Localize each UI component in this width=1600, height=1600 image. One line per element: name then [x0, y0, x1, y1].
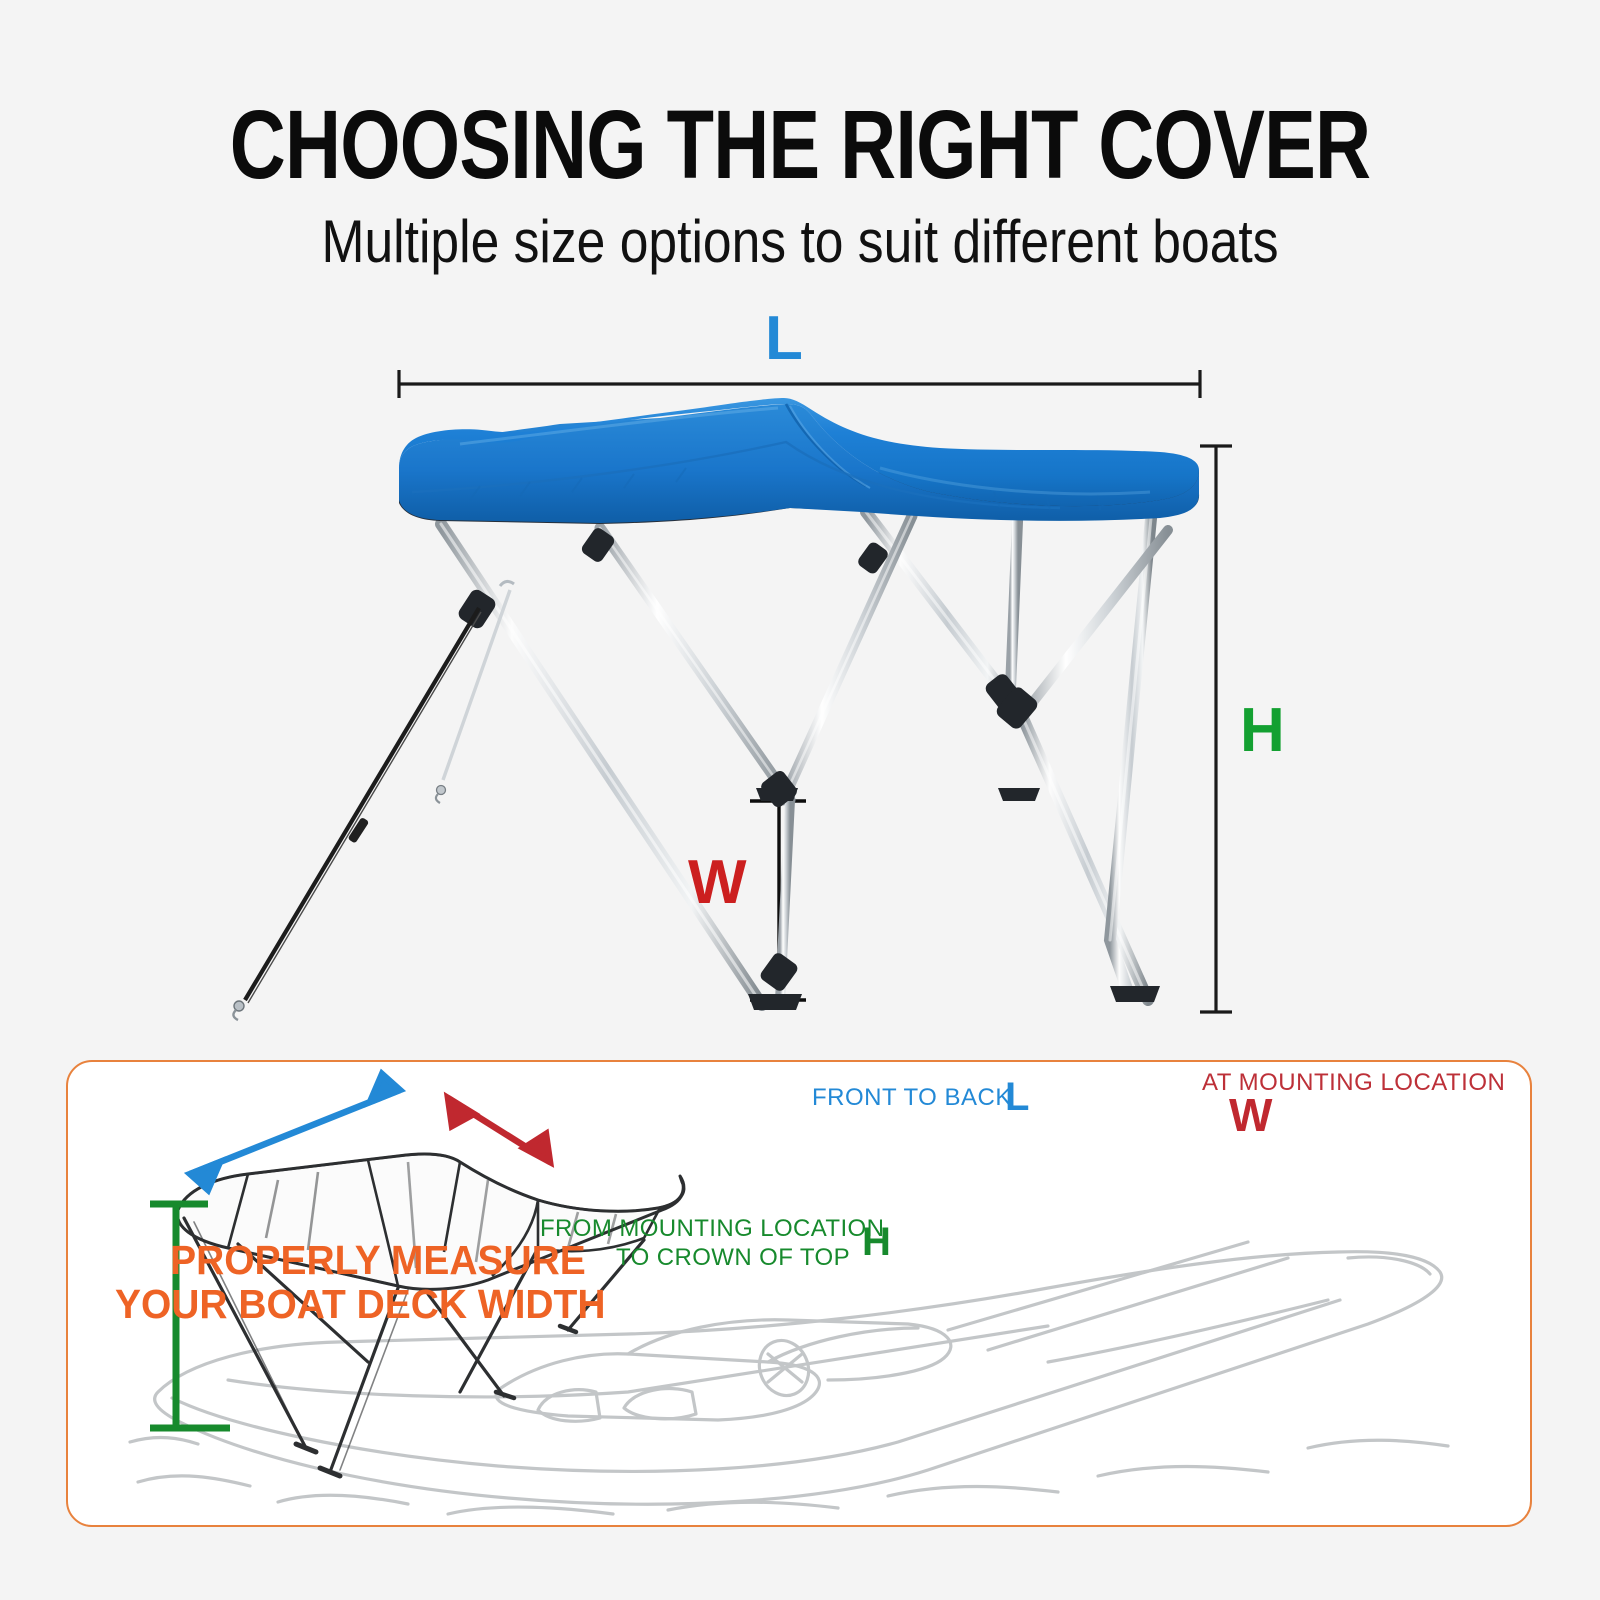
page-title: CHOOSING THE RIGHT COVER	[229, 90, 1371, 199]
arrow-height	[150, 1200, 230, 1432]
panel-headline-line1: PROPERLY MEASURE	[170, 1237, 586, 1283]
dimension-label-H: H	[1240, 696, 1285, 765]
page-subtitle: Multiple size options to suit different …	[321, 208, 1279, 275]
panel-headline-line2: YOUR BOAT DECK WIDTH	[115, 1281, 606, 1328]
tie-down-strap	[232, 606, 482, 1022]
dimension-label-W: W	[688, 848, 747, 917]
note-height-line1: FROM MOUNTING LOCATION	[540, 1215, 885, 1242]
bimini-top-illustration	[232, 370, 1232, 1022]
arrow-front-to-back	[183, 1068, 407, 1196]
note-height-line2: TO CROWN OF TOP	[615, 1244, 850, 1272]
note-at-mounting-location: AT MOUNTING LOCATION	[1202, 1069, 1506, 1096]
boat-line-drawing	[128, 1068, 1450, 1516]
frame-fittings	[458, 528, 1160, 1010]
dimension-line-H	[1200, 444, 1232, 1014]
tie-down-strap-secondary	[434, 579, 515, 804]
panel-headline: PROPERLY MEASURE YOUR BOAT DECK WIDTH	[115, 1238, 605, 1327]
note-front-to-back: FRONT TO BACK	[812, 1084, 1012, 1111]
dimension-label-L: L	[765, 304, 803, 373]
panel-dimension-label-L: L	[1005, 1075, 1030, 1119]
measure-panel	[66, 1060, 1532, 1527]
bimini-frame	[435, 502, 1173, 1011]
note-height: FROM MOUNTING LOCATION TO CROWN OF TOP	[540, 1214, 885, 1273]
panel-dimension-label-H: H	[862, 1220, 891, 1264]
dimension-line-L	[397, 370, 1202, 398]
bimini-canopy	[399, 398, 1200, 524]
panel-dimension-label-W: W	[1229, 1089, 1273, 1141]
arrow-at-mounting-location	[443, 1091, 555, 1168]
